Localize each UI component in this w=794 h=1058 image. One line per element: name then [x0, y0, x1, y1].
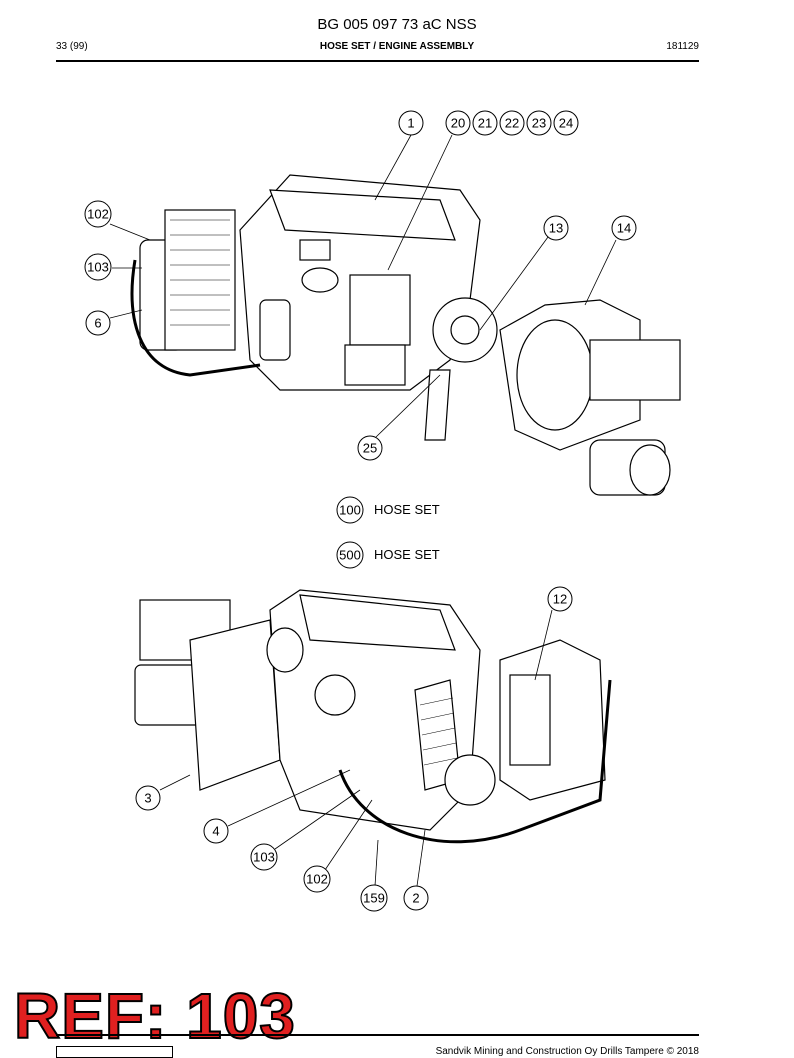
svg-text:1: 1 — [407, 116, 414, 131]
callout-21: 21 — [472, 110, 498, 136]
callout-500: 500 — [336, 541, 364, 569]
callout-103-upper: 103 — [84, 253, 112, 281]
header-rule — [56, 60, 699, 62]
callout-2: 2 — [403, 885, 429, 911]
callout-159: 159 — [360, 884, 388, 912]
hose-set-label-100: HOSE SET — [374, 502, 440, 517]
svg-text:100: 100 — [339, 503, 361, 518]
callout-12: 12 — [547, 586, 573, 612]
callout-6: 6 — [85, 310, 111, 336]
callout-20: 20 — [445, 110, 471, 136]
svg-text:24: 24 — [559, 116, 573, 131]
svg-text:4: 4 — [212, 824, 219, 839]
svg-text:102: 102 — [306, 872, 328, 887]
svg-text:103: 103 — [87, 260, 109, 275]
svg-text:500: 500 — [339, 548, 361, 563]
svg-text:13: 13 — [549, 221, 563, 236]
company-logo — [56, 1046, 173, 1058]
document-title: BG 005 097 73 aC NSS — [317, 16, 477, 33]
callout-1: 1 — [398, 110, 424, 136]
date-code: 181129 — [666, 41, 699, 52]
callout-24: 24 — [553, 110, 579, 136]
svg-text:14: 14 — [617, 221, 631, 236]
lower-engine-illustration — [134, 589, 612, 844]
callout-13: 13 — [543, 215, 569, 241]
footer-copyright: Sandvik Mining and Construction Oy Drill… — [435, 1046, 699, 1057]
leader-lines — [109, 134, 617, 887]
callout-103-lower: 103 — [250, 843, 278, 871]
callout-25: 25 — [357, 435, 383, 461]
svg-text:22: 22 — [505, 116, 519, 131]
svg-text:6: 6 — [94, 316, 101, 331]
footer-rule — [56, 1034, 699, 1036]
callout-4: 4 — [203, 818, 229, 844]
svg-text:20: 20 — [451, 116, 465, 131]
section-title: HOSE SET / ENGINE ASSEMBLY — [319, 41, 475, 52]
svg-text:21: 21 — [478, 116, 492, 131]
svg-text:23: 23 — [532, 116, 546, 131]
svg-text:12: 12 — [553, 592, 567, 607]
svg-text:3: 3 — [144, 791, 151, 806]
page-number: 33 (99) — [56, 41, 88, 52]
svg-text:103: 103 — [253, 850, 275, 865]
upper-engine-illustration — [130, 174, 681, 496]
hose-set-label-500: HOSE SET — [374, 547, 440, 562]
callout-100: 100 — [336, 496, 364, 524]
svg-text:25: 25 — [363, 441, 377, 456]
callout-23: 23 — [526, 110, 552, 136]
callout-14: 14 — [611, 215, 637, 241]
svg-text:2: 2 — [412, 891, 419, 906]
svg-text:102: 102 — [87, 207, 109, 222]
reference-stamp: REF: 103 — [13, 980, 296, 1052]
callout-22: 22 — [499, 110, 525, 136]
callout-102-lower: 102 — [303, 865, 331, 893]
svg-text:159: 159 — [363, 891, 385, 906]
callout-3: 3 — [135, 785, 161, 811]
callout-102-upper: 102 — [84, 200, 112, 228]
